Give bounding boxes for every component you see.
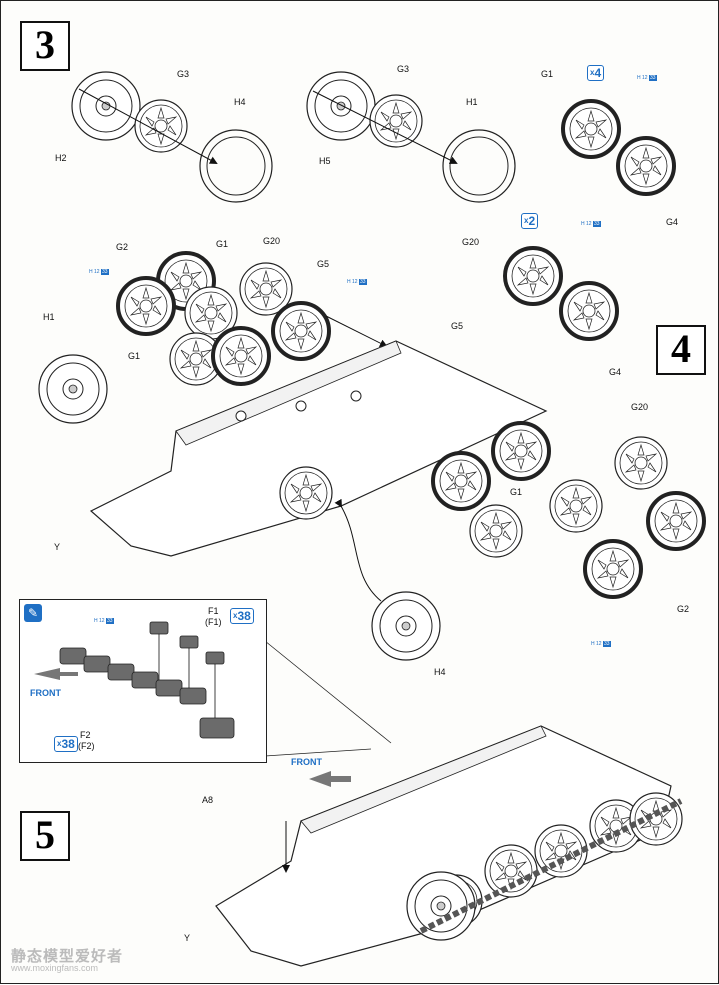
part-label: (F2) — [78, 741, 95, 751]
part-label: H2 — [55, 153, 67, 163]
part-label: G2 — [116, 242, 129, 252]
paint-tag: H 12 33 — [637, 75, 657, 81]
part-label: H5 — [319, 156, 331, 166]
part-label: G3 — [177, 69, 190, 79]
multiplier-badge: x38 — [54, 736, 78, 752]
front-label: FRONT — [291, 757, 322, 767]
watermark-title: 静态模型爱好者 — [11, 948, 124, 965]
part-label: G5 — [317, 259, 330, 269]
track-assembly-inset: ✎ H 12 33 F1 (F1) x38 FRONT F2 (F2) x38 — [19, 599, 267, 763]
step3-wheel-pair — [561, 99, 676, 196]
front-label: FRONT — [30, 688, 61, 698]
part-label: H1 — [466, 97, 478, 107]
part-label: Y — [54, 542, 61, 552]
part-label: A8 — [202, 795, 214, 805]
part-label: F2 — [80, 730, 91, 740]
part-label: G20 — [631, 402, 649, 412]
part-label: G1 — [128, 351, 141, 361]
part-label: G1 — [510, 487, 523, 497]
part-label: H4 — [434, 667, 446, 677]
watermark-url: www.moxingfans.com — [11, 963, 99, 973]
paint-tag: H 12 33 — [591, 641, 611, 647]
track-links-illustration — [34, 621, 235, 739]
paint-tag: H 12 33 — [581, 221, 601, 227]
part-label: G1 — [216, 239, 229, 249]
inset-leader-line — [264, 748, 372, 757]
part-label: H4 — [234, 97, 246, 107]
paint-tag: H 12 33 — [347, 279, 367, 285]
front-arrow — [34, 668, 78, 680]
part-label: H1 — [43, 312, 55, 322]
step-number-5: 5 — [20, 811, 70, 861]
part-label: G4 — [666, 217, 679, 227]
step4-lower-wheels — [334, 421, 706, 661]
step3-left-sprocket — [71, 71, 273, 203]
step-number-4: 4 — [656, 325, 706, 375]
multiplier-badge: x38 — [230, 608, 254, 624]
part-label: G2 — [677, 604, 690, 614]
multiplier-badge: x4 — [587, 65, 605, 81]
part-label: G20 — [263, 236, 281, 246]
cement-icon: ✎ — [24, 604, 42, 622]
step4-hull — [89, 340, 548, 557]
part-label: (F1) — [205, 617, 222, 627]
step-number-3: 3 — [20, 21, 70, 71]
paint-tag: H 12 33 — [94, 618, 114, 624]
step3-right-sprocket — [306, 71, 516, 203]
part-label: Y — [184, 933, 191, 943]
part-label: G1 — [541, 69, 554, 79]
part-label: G4 — [609, 367, 622, 377]
front-arrow — [309, 771, 351, 787]
step5-hull-assembly — [215, 725, 683, 967]
part-label: F1 — [208, 606, 219, 616]
inset-leader-line — [264, 640, 392, 744]
part-label: G5 — [451, 321, 464, 331]
part-label: G20 — [462, 237, 480, 247]
step4-detail-wheels — [503, 246, 619, 341]
part-label: G3 — [397, 64, 410, 74]
step4-upper-wheels — [38, 251, 388, 424]
paint-tag: H 12 33 — [89, 269, 109, 275]
multiplier-badge: x2 — [521, 213, 539, 229]
